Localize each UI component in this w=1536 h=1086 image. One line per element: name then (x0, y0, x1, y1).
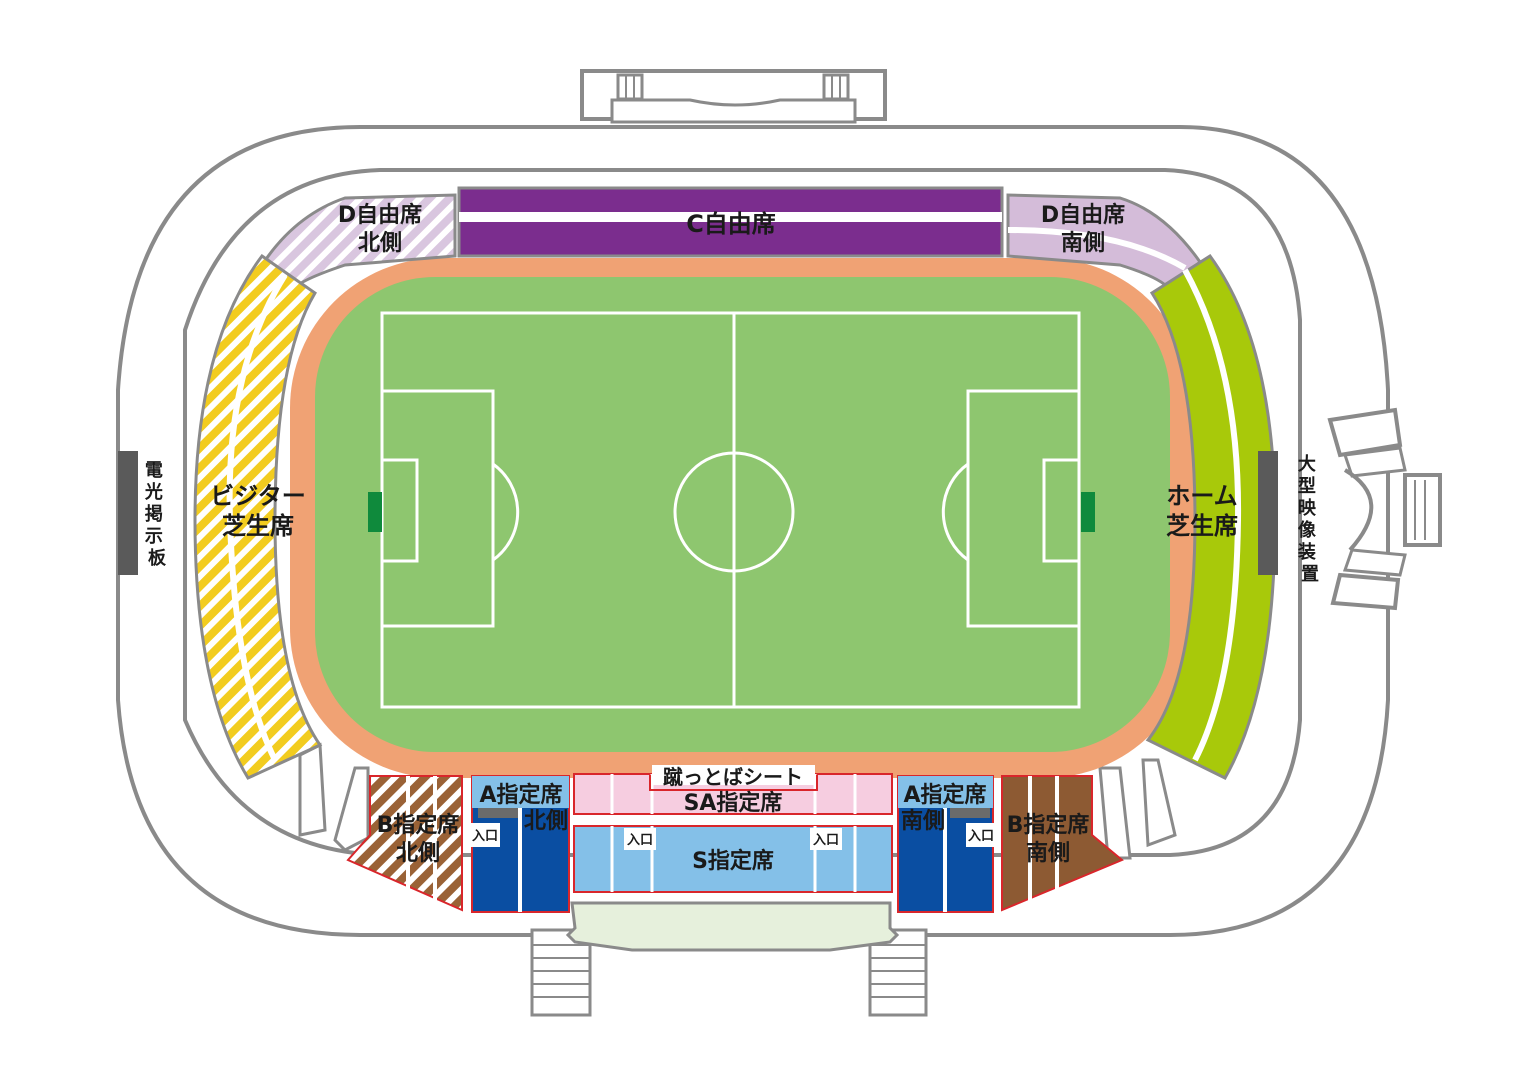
section-a-reserved-south-label2: 南側 (901, 809, 945, 834)
entrance-a-north: 入口 (472, 829, 498, 844)
section-s-reserved-label: S指定席 (692, 848, 774, 874)
section-visitor-lawn-label1: ビジター (210, 482, 306, 510)
section-d-free-north-label2: 北側 (358, 231, 402, 256)
section-a-reserved-south[interactable]: 入口 A指定席 南側 (897, 775, 996, 913)
goal-east (1081, 492, 1095, 532)
section-home-lawn[interactable]: ホーム 芝生席 (1145, 253, 1277, 780)
scoreboard-char: 示 (145, 526, 163, 547)
entrance-s-right: 入口 (813, 833, 839, 848)
big-screen-char: 大 (1298, 453, 1316, 475)
section-d-free-south-label2: 南側 (1061, 231, 1105, 256)
section-a-reserved-south-label1: A指定席 (903, 782, 986, 808)
entrance-s-left: 入口 (627, 833, 653, 848)
scoreboard-label: 電 光 掲 示 板 (144, 460, 169, 569)
section-b-reserved-south[interactable]: B指定席 南側 (1001, 775, 1124, 912)
north-building (580, 69, 887, 124)
main-stand-lobby (565, 901, 900, 952)
section-s-reserved[interactable]: 入口 入口 S指定席 (573, 825, 893, 893)
section-c-free-label: C自由席 (686, 210, 776, 238)
entrance-a-south: 入口 (968, 829, 994, 844)
section-c-free[interactable]: C自由席 (457, 186, 1004, 258)
section-a-reserved-north-label1: A指定席 (479, 782, 562, 808)
section-visitor-lawn[interactable]: ビジター 芝生席 (193, 253, 323, 780)
section-d-free-south-label1: D自由席 (1041, 202, 1125, 228)
section-home-lawn-label2: 芝生席 (1166, 512, 1238, 540)
section-a-reserved-north-label2: 北側 (524, 809, 568, 834)
scoreboard: 電 光 掲 示 板 (118, 451, 169, 575)
scoreboard-char: 掲 (145, 503, 163, 525)
section-home-lawn-label1: ホーム (1166, 482, 1237, 510)
big-screen-char: 映 (1298, 497, 1317, 519)
big-screen-char: 置 (1301, 564, 1319, 585)
east-building (1327, 407, 1442, 611)
section-b-reserved-north[interactable]: B指定席 北側 (346, 775, 463, 912)
section-kettoba-seat[interactable]: 蹴っとばシート (652, 765, 815, 789)
section-d-free-north-label1: D自由席 (338, 202, 422, 228)
big-screen-char: 装 (1298, 541, 1316, 563)
big-screen-char: 像 (1298, 520, 1317, 541)
scoreboard-char: 板 (148, 547, 167, 569)
big-screen: 大 型 映 像 装 置 (1258, 451, 1322, 585)
corner-structures (298, 742, 1177, 860)
section-visitor-lawn-label2: 芝生席 (222, 512, 294, 540)
section-a-reserved-north[interactable]: 入口 A指定席 北側 (470, 775, 570, 913)
section-kettoba-seat-label: 蹴っとばシート (663, 765, 803, 789)
section-b-reserved-south-label2: 南側 (1026, 841, 1070, 866)
big-screen-label: 大 型 映 像 装 置 (1298, 453, 1322, 585)
section-sa-reserved-label: SA指定席 (684, 790, 783, 816)
scoreboard-char: 電 (145, 460, 163, 481)
section-d-free-south[interactable]: D自由席 南側 (1006, 193, 1202, 293)
goal-west (368, 492, 382, 532)
scoreboard-char: 光 (144, 481, 163, 503)
south-stairs (530, 928, 928, 1017)
section-b-reserved-south-label1: B指定席 (1007, 812, 1090, 838)
section-b-reserved-north-label2: 北側 (396, 841, 440, 866)
section-b-reserved-north-label1: B指定席 (377, 812, 460, 838)
big-screen-char: 型 (1298, 475, 1316, 497)
pitch (315, 277, 1170, 752)
